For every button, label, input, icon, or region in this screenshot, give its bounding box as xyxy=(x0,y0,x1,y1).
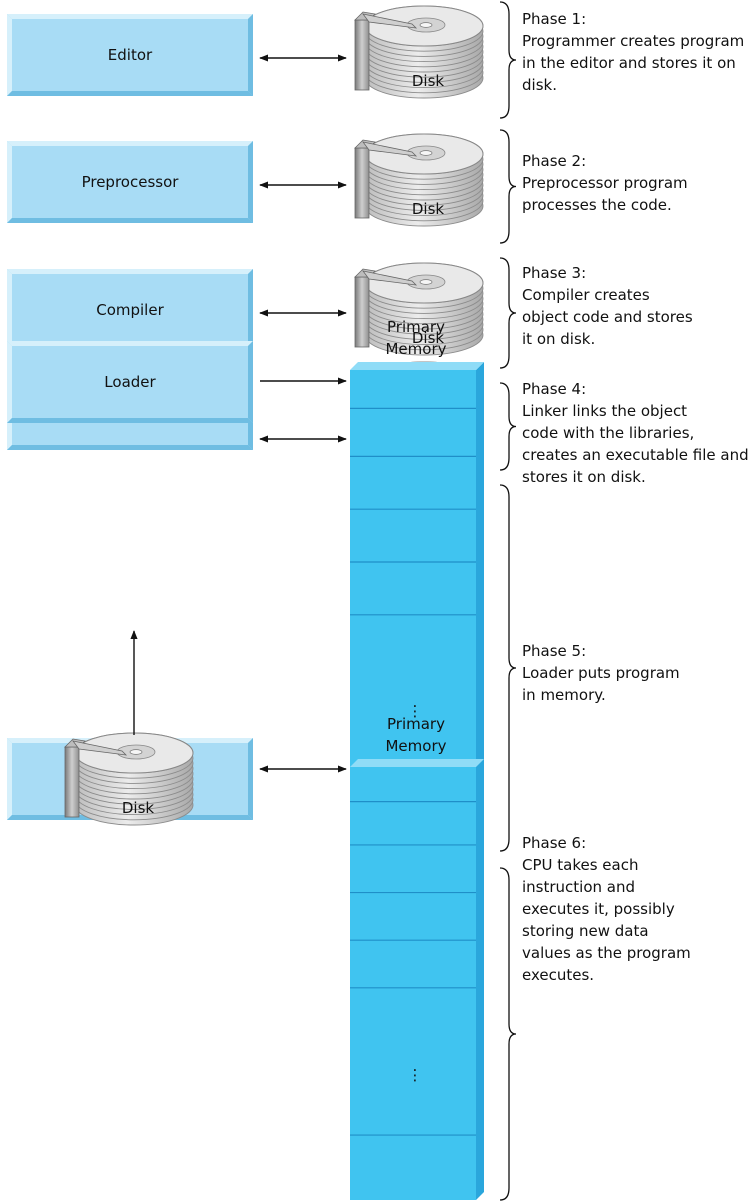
stage-boxes: EditorPreprocessorCompilerLinkerLoaderCP… xyxy=(7,14,253,820)
phase-line: code with the libraries, xyxy=(522,424,695,442)
phase-line: in the editor and stores it on xyxy=(522,54,736,72)
disk-label: Disk xyxy=(412,329,445,347)
phase-title: Phase 5: xyxy=(522,642,587,660)
phase-brace-4 xyxy=(499,382,517,471)
phase-line: executes. xyxy=(522,966,595,984)
stage-label-preprocessor: Preprocessor xyxy=(82,173,180,191)
memory-label-line: Primary xyxy=(387,318,445,336)
phase-brace-6 xyxy=(499,867,517,1201)
phase-line: Preprocessor program xyxy=(522,174,688,192)
phase-braces xyxy=(499,1,517,1201)
stage-box-editor: Editor xyxy=(7,14,253,96)
phase-line: Linker links the object xyxy=(522,402,688,420)
phase-6-description: Phase 6: CPU takes each instruction and exe… xyxy=(522,832,691,986)
stage-box-preprocessor: Preprocessor xyxy=(7,141,253,223)
phase-line: Compiler creates xyxy=(522,286,650,304)
phase-brace-1 xyxy=(499,1,517,119)
phase-line: instruction and xyxy=(522,878,636,896)
phase-line: in memory. xyxy=(522,686,606,704)
phase-title: Phase 1: xyxy=(522,10,587,28)
phase-line: values as the program xyxy=(522,944,691,962)
phase-2-description: Phase 2: Preprocessor program processes th… xyxy=(522,150,688,216)
phase-5-description: Phase 5: Loader puts program in memory. xyxy=(522,640,680,706)
disk-5: Disk xyxy=(64,732,194,826)
phase-title: Phase 3: xyxy=(522,264,587,282)
phase-line: object code and stores xyxy=(522,308,693,326)
phase-line: Programmer creates program xyxy=(522,32,745,50)
phase-brace-2 xyxy=(499,129,517,244)
phase-line: stores it on disk. xyxy=(522,468,646,486)
phase-line: creates an executable file and xyxy=(522,446,749,464)
disk-2: Disk xyxy=(354,133,484,227)
phase-line: CPU takes each xyxy=(522,856,639,874)
phase-line: processes the code. xyxy=(522,196,672,214)
stage-box-compiler: Compiler xyxy=(7,269,253,351)
stage-box-loader: Loader xyxy=(7,341,253,423)
stage-label-loader: Loader xyxy=(104,373,156,391)
phase-brace-3 xyxy=(499,257,517,369)
phase-1-description: Phase 1: Programmer creates program in the… xyxy=(522,8,744,96)
phase-title: Phase 6: xyxy=(522,834,587,852)
phase-3-description: Phase 3: Compiler creates object code and … xyxy=(522,262,693,350)
phase-4-description: Phase 4: Linker links the object code with… xyxy=(522,378,749,488)
phase-line: Loader puts program xyxy=(522,664,680,682)
phase-title: Phase 4: xyxy=(522,380,587,398)
memory-label-line: Primary xyxy=(387,715,445,733)
memory-ellipsis: ⋮ xyxy=(408,1066,423,1084)
phase-title: Phase 2: xyxy=(522,152,587,170)
phase-brace-5 xyxy=(499,484,517,852)
memory-label-line: Memory xyxy=(385,737,446,755)
phase-line: disk. xyxy=(522,76,557,94)
phase-line: it on disk. xyxy=(522,330,596,348)
arrows xyxy=(130,54,347,773)
disk-label: Disk xyxy=(412,72,445,90)
stage-label-editor: Editor xyxy=(108,46,153,64)
stage-label-compiler: Compiler xyxy=(96,301,164,319)
disk-1: Disk xyxy=(354,5,484,99)
disk-label: Disk xyxy=(122,799,155,817)
memory-ellipsis: ⋮ xyxy=(408,702,423,720)
phase-line: executes it, possibly xyxy=(522,900,675,918)
disk-3: Disk xyxy=(354,262,484,356)
memory-label-line: Memory xyxy=(385,340,446,358)
phase-line: storing new data xyxy=(522,922,649,940)
disk-label: Disk xyxy=(412,200,445,218)
